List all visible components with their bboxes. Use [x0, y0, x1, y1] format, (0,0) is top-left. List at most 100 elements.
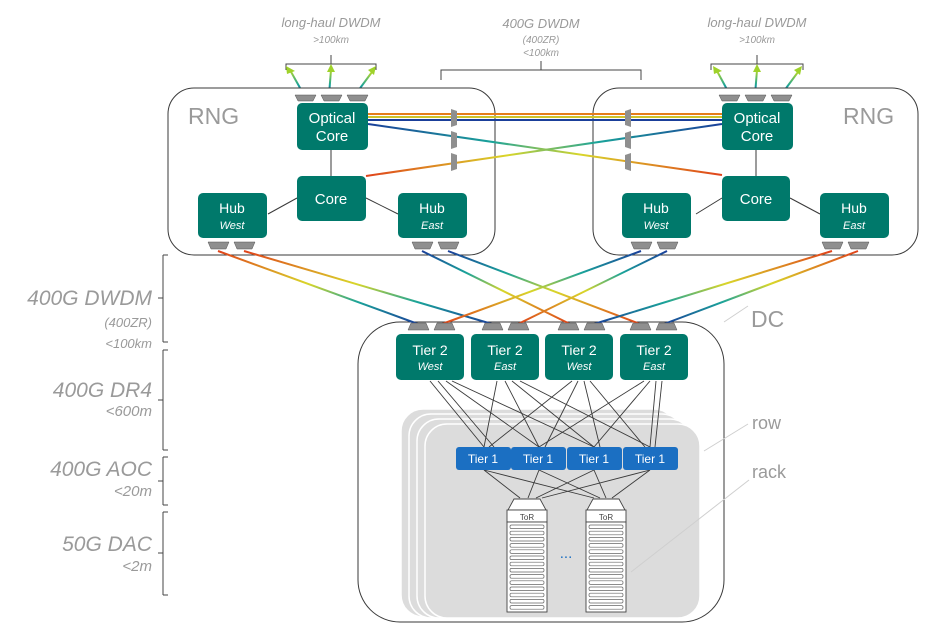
rng-right-label: RNG — [843, 103, 894, 129]
server-slot — [588, 568, 624, 573]
server-slot — [588, 530, 624, 536]
server-slot — [588, 549, 624, 554]
rng-right-hub-west-node[interactable]: Hub West — [622, 193, 691, 238]
server-slot — [509, 580, 545, 585]
server-slot — [509, 537, 545, 542]
server-slot — [509, 592, 545, 598]
svg-text:Core: Core — [740, 191, 773, 208]
rng-to-dc-links — [217, 250, 859, 325]
server-slot — [588, 586, 624, 591]
svg-text:Hub: Hub — [841, 200, 867, 216]
link-type-dr4: 400G DR4 <600m — [53, 379, 152, 420]
tor-label-1: ToR — [520, 513, 534, 522]
long-haul-label-right: long-haul DWDM >100km — [708, 15, 807, 70]
svg-text:400G DWDM: 400G DWDM — [27, 287, 152, 310]
server-slot — [588, 537, 624, 542]
rng-right-hub-east-node[interactable]: Hub East — [820, 193, 889, 238]
svg-text:<100km: <100km — [523, 48, 559, 59]
rack-2[interactable]: ToR — [585, 498, 627, 613]
rng-left-core-node[interactable]: Core — [297, 176, 366, 221]
svg-text:Hub: Hub — [219, 200, 245, 216]
svg-text:West: West — [644, 220, 670, 232]
svg-text:Core: Core — [741, 128, 774, 145]
tier2-to-tier1-links — [429, 380, 663, 448]
tier2-east-1-node[interactable]: Tier 2 East — [471, 334, 539, 380]
row-stack — [400, 408, 701, 619]
server-slot — [509, 561, 545, 567]
svg-text:Tier 1: Tier 1 — [579, 452, 610, 466]
tier2-east-2-node[interactable]: Tier 2 East — [620, 334, 688, 380]
server-slot — [509, 555, 545, 560]
svg-text:Tier 1: Tier 1 — [635, 452, 666, 466]
svg-text:<2m: <2m — [122, 558, 152, 575]
server-slot — [509, 543, 545, 548]
rack-label: rack — [752, 462, 787, 482]
rng-right-core-node[interactable]: Core — [722, 176, 790, 221]
svg-text:Core: Core — [315, 191, 348, 208]
server-slot — [509, 549, 545, 554]
rack-1[interactable]: ToR — [506, 498, 548, 613]
server-slot — [588, 524, 624, 529]
optical-amplifier-right — [625, 109, 631, 171]
svg-text:Tier 2: Tier 2 — [636, 342, 671, 358]
svg-text:>100km: >100km — [313, 35, 349, 46]
ports — [207, 94, 870, 331]
dc-label: DC — [751, 306, 784, 332]
svg-text:Tier 2: Tier 2 — [561, 342, 596, 358]
server-slot — [588, 605, 624, 610]
tier2-west-2-node[interactable]: Tier 2 West — [545, 334, 613, 380]
rng-left-hub-west-node[interactable]: Hub West — [198, 193, 267, 238]
svg-text:>100km: >100km — [739, 35, 775, 46]
server-slot — [509, 524, 545, 529]
svg-text:Tier 2: Tier 2 — [412, 342, 447, 358]
svg-text:<600m: <600m — [106, 403, 152, 420]
server-slot — [509, 605, 545, 610]
rng-right-optical-core-node[interactable]: Optical Core — [722, 103, 793, 150]
tier1-node-1[interactable]: Tier 1 — [456, 447, 511, 470]
svg-text:<100km: <100km — [105, 336, 152, 351]
link-type-dac: 50G DAC <2m — [62, 533, 153, 575]
link-type-aoc: 400G AOC <20m — [50, 458, 153, 500]
svg-text:East: East — [843, 220, 866, 232]
tier2-west-1-node[interactable]: Tier 2 West — [396, 334, 464, 380]
svg-text:East: East — [643, 361, 666, 373]
server-slot — [509, 599, 545, 604]
server-slot — [509, 530, 545, 536]
server-slot — [588, 561, 624, 567]
rng-left-internal-links — [267, 150, 399, 215]
svg-text:West: West — [220, 220, 246, 232]
link-type-dwdm: 400G DWDM (400ZR) <100km — [27, 287, 152, 351]
server-slot — [588, 599, 624, 604]
svg-text:Optical: Optical — [734, 110, 781, 127]
dc-label-leader — [723, 305, 749, 323]
svg-text:400G DR4: 400G DR4 — [53, 379, 152, 402]
server-slot — [588, 543, 624, 548]
optical-amplifier-left — [451, 109, 457, 171]
dwdm-400zr-label-top: 400G DWDM (400ZR) <100km — [440, 16, 642, 80]
svg-text:50G DAC: 50G DAC — [62, 533, 153, 556]
rack-ellipsis: ... — [560, 545, 573, 562]
rng-left-label: RNG — [188, 103, 239, 129]
tor-label-2: ToR — [599, 513, 613, 522]
rng-left-hub-east-node[interactable]: Hub East — [398, 193, 467, 238]
svg-text:West: West — [567, 361, 593, 373]
svg-text:long-haul DWDM: long-haul DWDM — [282, 15, 381, 30]
svg-text:Tier 1: Tier 1 — [523, 452, 554, 466]
svg-text:Core: Core — [316, 128, 349, 145]
tier1-to-tor-links — [483, 469, 651, 499]
rng-left-optical-core-node[interactable]: Optical Core — [297, 103, 368, 150]
svg-text:East: East — [421, 220, 444, 232]
server-slot — [588, 580, 624, 585]
rack-label-leader — [630, 479, 750, 573]
svg-text:(400ZR): (400ZR) — [104, 315, 152, 330]
tier1-node-4[interactable]: Tier 1 — [623, 447, 678, 470]
svg-text:Tier 1: Tier 1 — [468, 452, 499, 466]
svg-text:(400ZR): (400ZR) — [523, 35, 560, 46]
row-label: row — [752, 413, 782, 433]
server-slot — [588, 574, 624, 579]
tier1-node-2[interactable]: Tier 1 — [511, 447, 566, 470]
long-haul-label-left: long-haul DWDM >100km — [282, 15, 381, 70]
server-slot — [588, 555, 624, 560]
tier1-node-3[interactable]: Tier 1 — [567, 447, 622, 470]
